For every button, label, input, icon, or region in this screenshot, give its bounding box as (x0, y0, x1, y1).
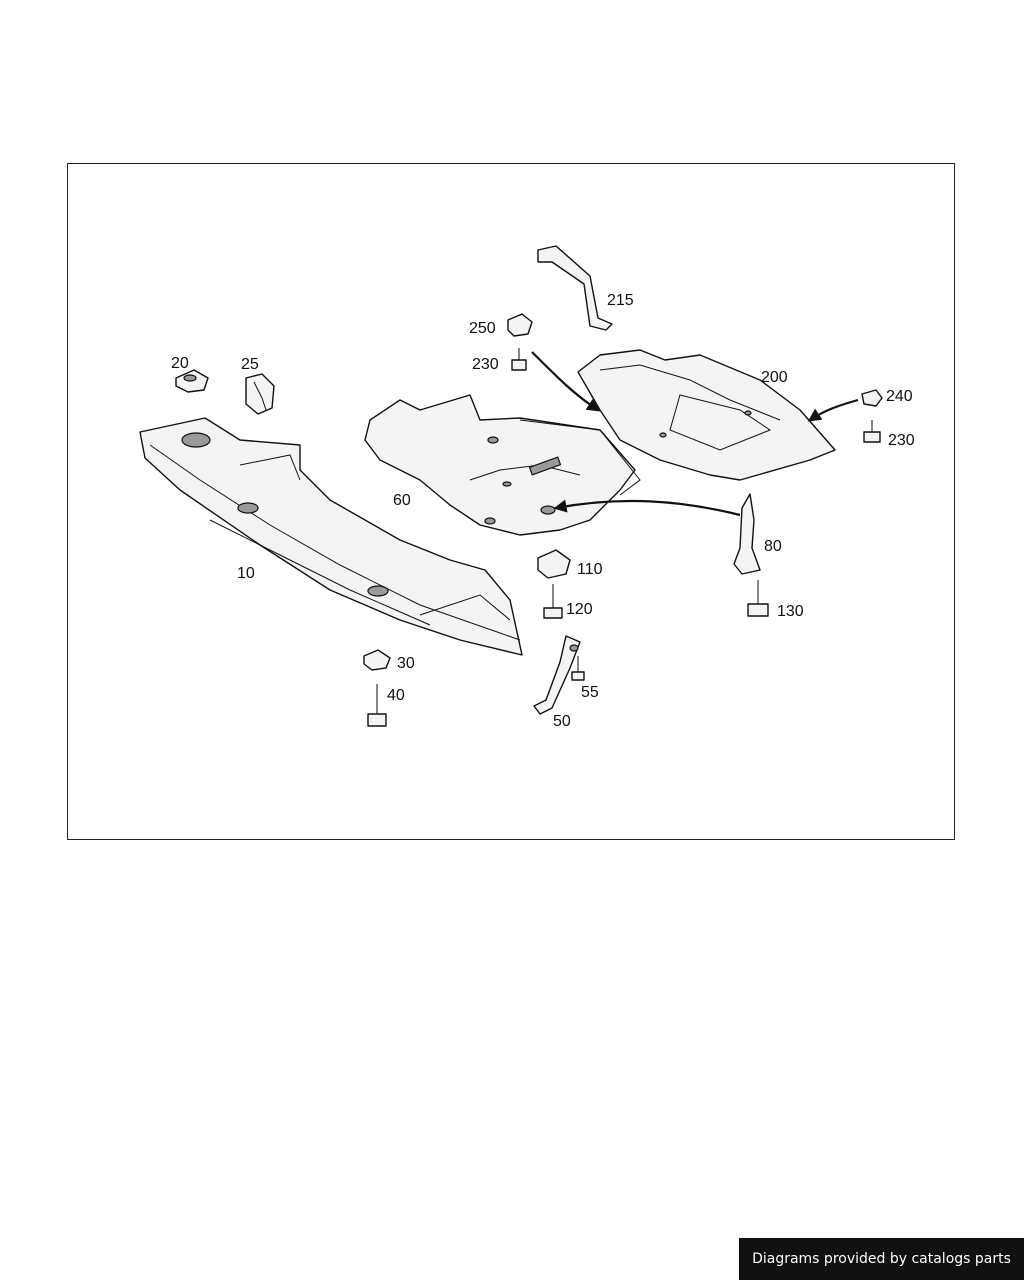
part-50-strap (533, 635, 581, 715)
part-230-screw-left (511, 348, 527, 371)
callout-25: 25 (241, 356, 259, 373)
part-20-clip (175, 369, 209, 393)
callout-10: 10 (237, 565, 255, 582)
part-215-strap (537, 245, 613, 331)
part-240-clip (861, 389, 883, 407)
part-25-bracket (245, 373, 275, 415)
callout-200: 200 (761, 369, 788, 386)
callout-250: 250 (469, 320, 496, 337)
part-110-clip-nut (537, 549, 571, 579)
callout-230-right: 230 (888, 432, 915, 449)
callout-130: 130 (777, 603, 804, 620)
callout-215: 215 (607, 292, 634, 309)
callout-40: 40 (387, 687, 405, 704)
part-200-rear-panel (577, 349, 836, 481)
footer-credit-text: Diagrams provided by catalogs parts (752, 1251, 1011, 1267)
part-230-screw-right (863, 420, 881, 443)
part-60-center-panel (364, 394, 641, 536)
part-10-front-panel (139, 417, 523, 656)
part-30-clip-nut (363, 649, 391, 671)
callout-50: 50 (553, 713, 571, 730)
part-130-bolt (747, 580, 769, 617)
callout-120: 120 (566, 601, 593, 618)
arrow-250-to-200 (531, 351, 601, 412)
callout-110: 110 (577, 561, 603, 578)
part-40-screw (367, 684, 387, 727)
callout-20: 20 (171, 355, 189, 372)
footer-credit-badge: Diagrams provided by catalogs parts (739, 1238, 1024, 1280)
arrow-240-to-200 (807, 398, 859, 422)
part-55-screw (571, 656, 585, 681)
part-80-bracket (733, 493, 761, 575)
callout-230-left: 230 (472, 356, 499, 373)
callout-55: 55 (581, 684, 599, 701)
part-120-bolt (543, 584, 563, 619)
callout-80: 80 (764, 538, 782, 555)
callout-60: 60 (393, 492, 411, 509)
part-250-clip-nut (507, 313, 533, 337)
callout-240: 240 (886, 388, 913, 405)
arrow-80-to-60 (553, 499, 741, 517)
callout-30: 30 (397, 655, 415, 672)
